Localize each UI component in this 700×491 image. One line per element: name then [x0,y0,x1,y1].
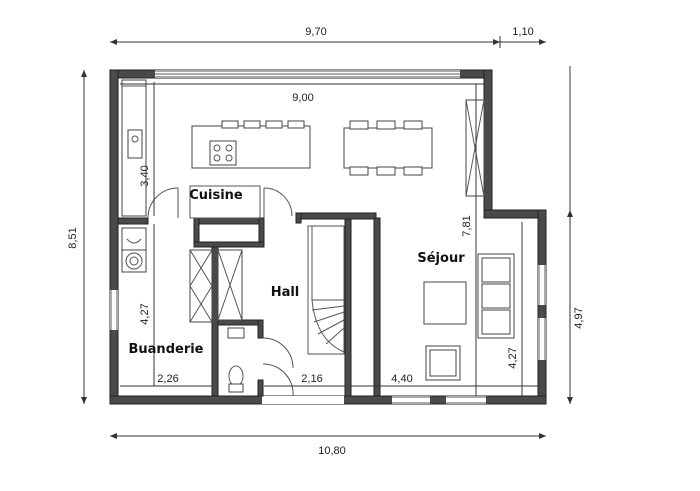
staircase [307,225,345,355]
dim-buanderie-height: 4,27 [139,303,151,324]
dim-sejour-height: 7,81 [461,215,473,236]
dimension-lines [81,36,573,439]
room-label-hall: Hall [271,285,300,300]
dim-sejour-width: 4,40 [391,373,412,385]
doors [147,185,294,397]
room-label-buanderie: Buanderie [129,342,204,357]
dim-right-total: 4,97 [573,307,585,328]
dim-bottom-total: 10,80 [318,445,346,457]
dim-buanderie-width: 2,26 [157,373,178,385]
interior-walls [117,212,381,397]
wall-openings [110,70,546,404]
utility-furniture [121,227,243,323]
dim-top-main: 9,70 [305,26,326,38]
wc [227,327,245,393]
dim-sejour-lower-height: 4,27 [507,347,519,368]
room-label-sejour: Séjour [417,251,465,266]
dim-top-right: 1,10 [512,26,533,38]
kitchen-furniture [121,79,485,217]
living-furniture [423,253,515,381]
room-label-cuisine: Cuisine [189,188,243,203]
room-labels: Cuisine Séjour Hall Buanderie [129,188,466,357]
dim-inner-top: 9,00 [292,92,313,104]
dim-kitchen-height: 3,40 [139,165,151,186]
dim-left-total: 8,51 [67,227,79,248]
dimension-labels: 9,70 1,10 9,00 8,51 4,97 3,40 7,81 4,27 … [67,26,585,457]
dim-hall-width: 2,16 [301,373,322,385]
